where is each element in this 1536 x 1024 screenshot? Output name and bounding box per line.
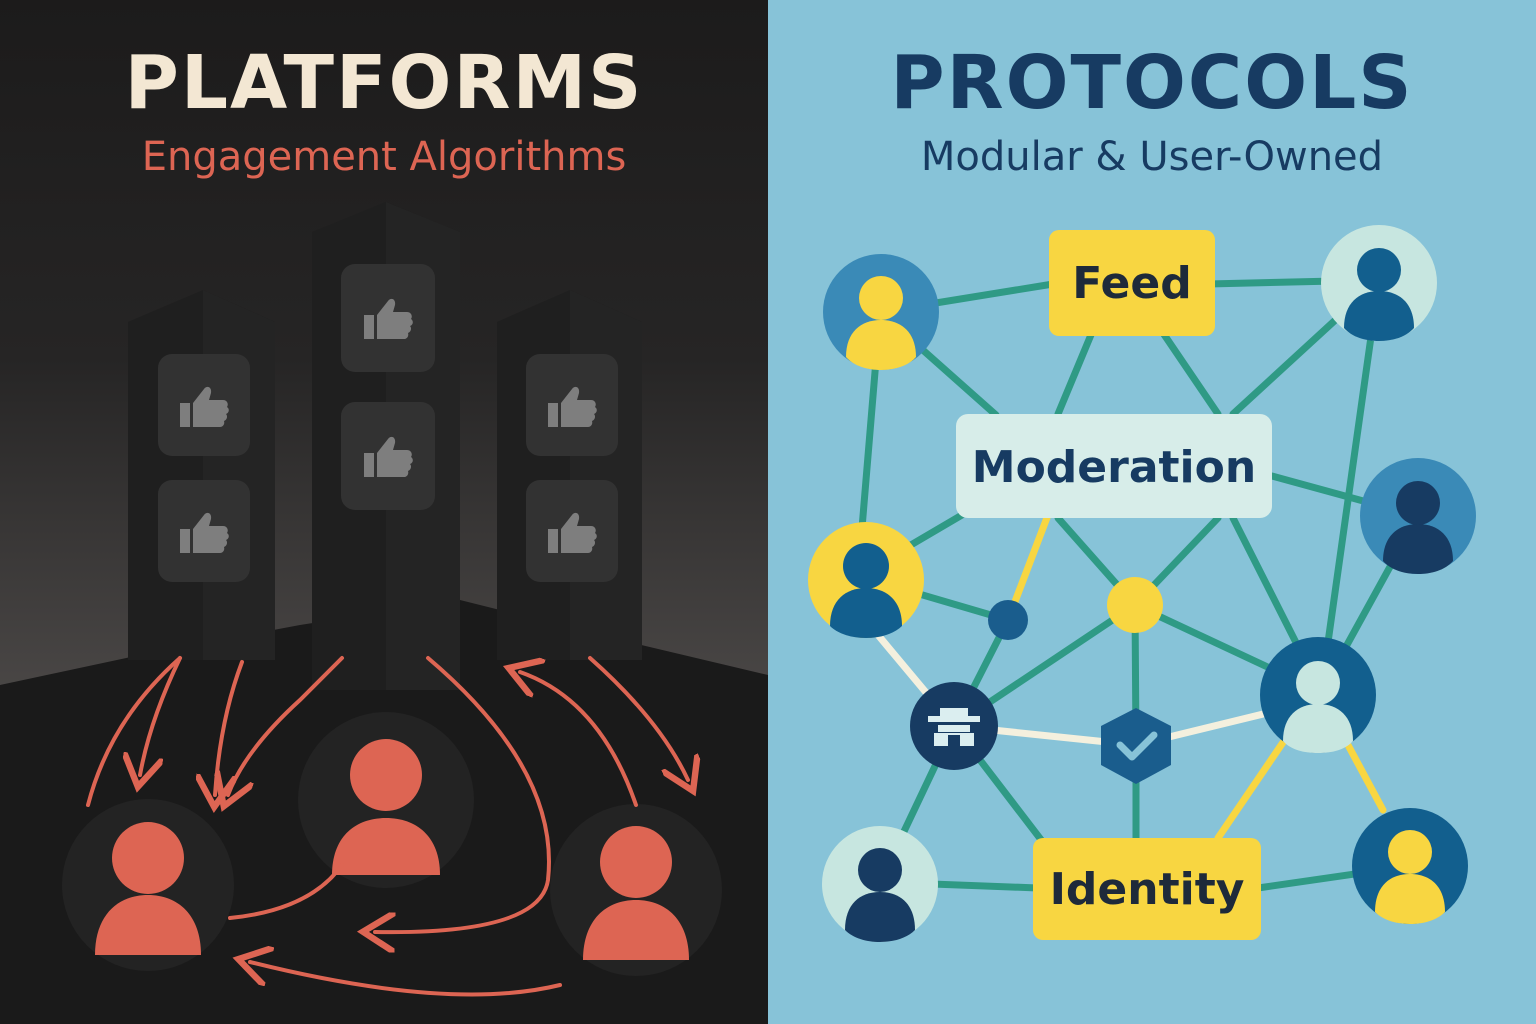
- protocols-subtitle: Modular & User-Owned: [920, 134, 1384, 180]
- user-icon: [1260, 637, 1376, 753]
- user-icon: [1360, 458, 1476, 574]
- thumbs-up-icon: [526, 354, 618, 456]
- user-icon: [1352, 808, 1468, 924]
- user-icon: [62, 799, 234, 971]
- protocols-title: PROTOCOLS: [890, 40, 1414, 126]
- thumbs-up-icon: [158, 354, 250, 456]
- tower-left: [128, 290, 275, 660]
- moderation-label: Moderation: [972, 442, 1256, 493]
- platforms-subtitle: Engagement Algorithms: [141, 134, 627, 180]
- user-icon: [298, 712, 474, 888]
- platforms-title: PLATFORMS: [124, 40, 644, 126]
- network-node-dot: [988, 600, 1028, 640]
- platforms-panel: PLATFORMS Engagement Algorithms: [0, 0, 768, 1024]
- user-icon: [823, 254, 939, 370]
- protocols-network-diagram: Feed Moderation Identity: [808, 225, 1476, 942]
- arrow-icon: [86, 656, 688, 997]
- user-icon: [1321, 225, 1437, 341]
- identity-module: Identity: [1033, 838, 1261, 940]
- thumbs-up-icon: [341, 264, 435, 372]
- thumbs-up-icon: [341, 402, 435, 510]
- user-icon: [550, 804, 722, 976]
- feed-label: Feed: [1072, 258, 1191, 309]
- protocols-panel: PROTOCOLS Modular & User-Owned: [768, 0, 1536, 1024]
- identity-label: Identity: [1050, 864, 1245, 915]
- user-icon: [822, 826, 938, 942]
- thumbs-up-icon: [158, 480, 250, 582]
- moderation-module: Moderation: [956, 414, 1272, 518]
- building-icon: [910, 682, 998, 770]
- thumbs-up-icon: [526, 480, 618, 582]
- tower-right: [497, 290, 642, 660]
- checkmark-icon: [1101, 708, 1171, 784]
- platforms-illustration: [0, 202, 768, 1024]
- network-node-dot: [1107, 577, 1163, 633]
- user-icon: [808, 522, 924, 638]
- feed-module: Feed: [1049, 230, 1215, 336]
